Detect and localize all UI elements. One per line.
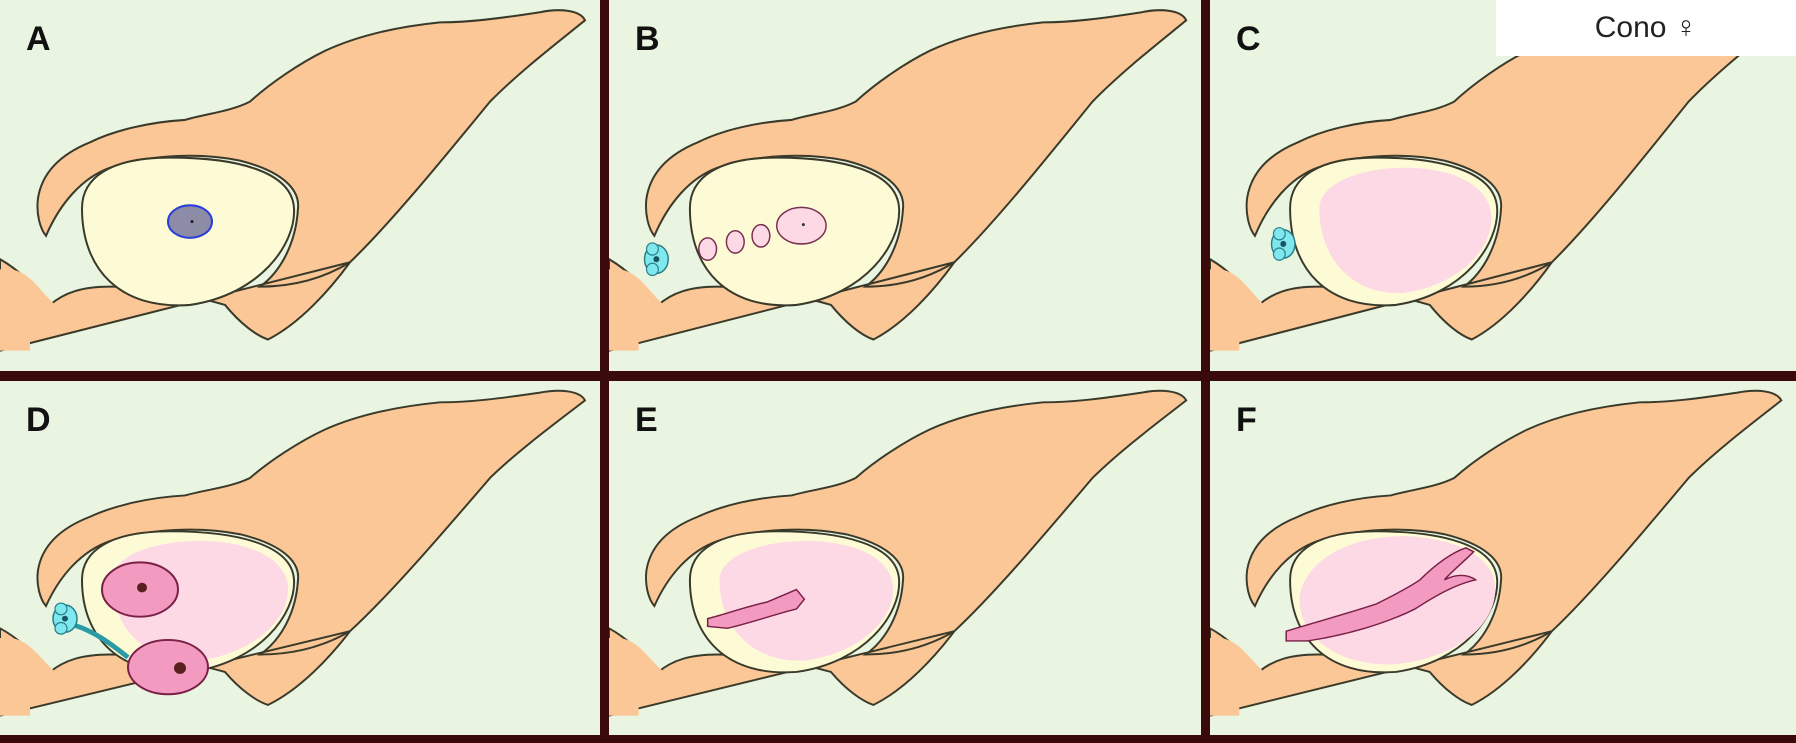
megaspore-mother-cell: [168, 205, 212, 238]
ovule-illustration: [0, 381, 600, 735]
degenerating-megaspore: [699, 238, 717, 260]
egg-nucleus-upper: [137, 583, 147, 593]
panel-letter: C: [1236, 22, 1261, 56]
pollen-grain: [645, 243, 669, 276]
pollen-sac-upper: [1273, 228, 1285, 240]
ovule-scale: [609, 10, 1186, 350]
ovule-illustration: [0, 0, 600, 371]
panel-d: D: [0, 381, 600, 735]
cone-label-text: Cono ♀: [1595, 11, 1698, 45]
panel-letter: E: [635, 403, 658, 437]
ovule-scale: [1210, 10, 1781, 350]
degenerating-megaspore: [752, 225, 770, 247]
pollen-grain: [53, 603, 77, 634]
functional-megaspore: [777, 207, 826, 244]
ovule-illustration: [609, 381, 1201, 735]
pollen-nucleus: [653, 256, 659, 262]
ovule-scale: [0, 10, 585, 350]
panel-f: F: [1210, 381, 1796, 735]
ovule-illustration: [609, 0, 1201, 371]
mother-cell-nucleus: [191, 220, 194, 223]
ovule-scale: [0, 391, 585, 716]
panel-a: A: [0, 0, 600, 371]
panel-letter: A: [26, 22, 51, 56]
ovule-scale: [609, 391, 1186, 716]
panel-letter: F: [1236, 403, 1257, 437]
ovule-illustration: [1210, 381, 1796, 735]
panel-b: B: [609, 0, 1201, 371]
megaspore-nucleus: [802, 223, 805, 226]
egg-nucleus-lower: [174, 662, 186, 674]
panel-letter: D: [26, 403, 51, 437]
pollen-sac-upper: [55, 603, 67, 615]
pollen-sac-upper: [646, 243, 658, 255]
pollen-nucleus: [62, 616, 68, 622]
ovule-scale: [1210, 391, 1781, 716]
pollen-sac-lower: [55, 622, 67, 634]
degenerating-megaspore: [726, 231, 744, 253]
cone-label: Cono ♀: [1496, 0, 1796, 56]
archegonium-lower: [128, 640, 208, 694]
panel-letter: B: [635, 22, 660, 56]
pollen-nucleus: [1280, 241, 1286, 247]
panel-e: E: [609, 381, 1201, 735]
pollen-sac-lower: [1273, 248, 1285, 260]
pollen-sac-lower: [646, 263, 658, 275]
